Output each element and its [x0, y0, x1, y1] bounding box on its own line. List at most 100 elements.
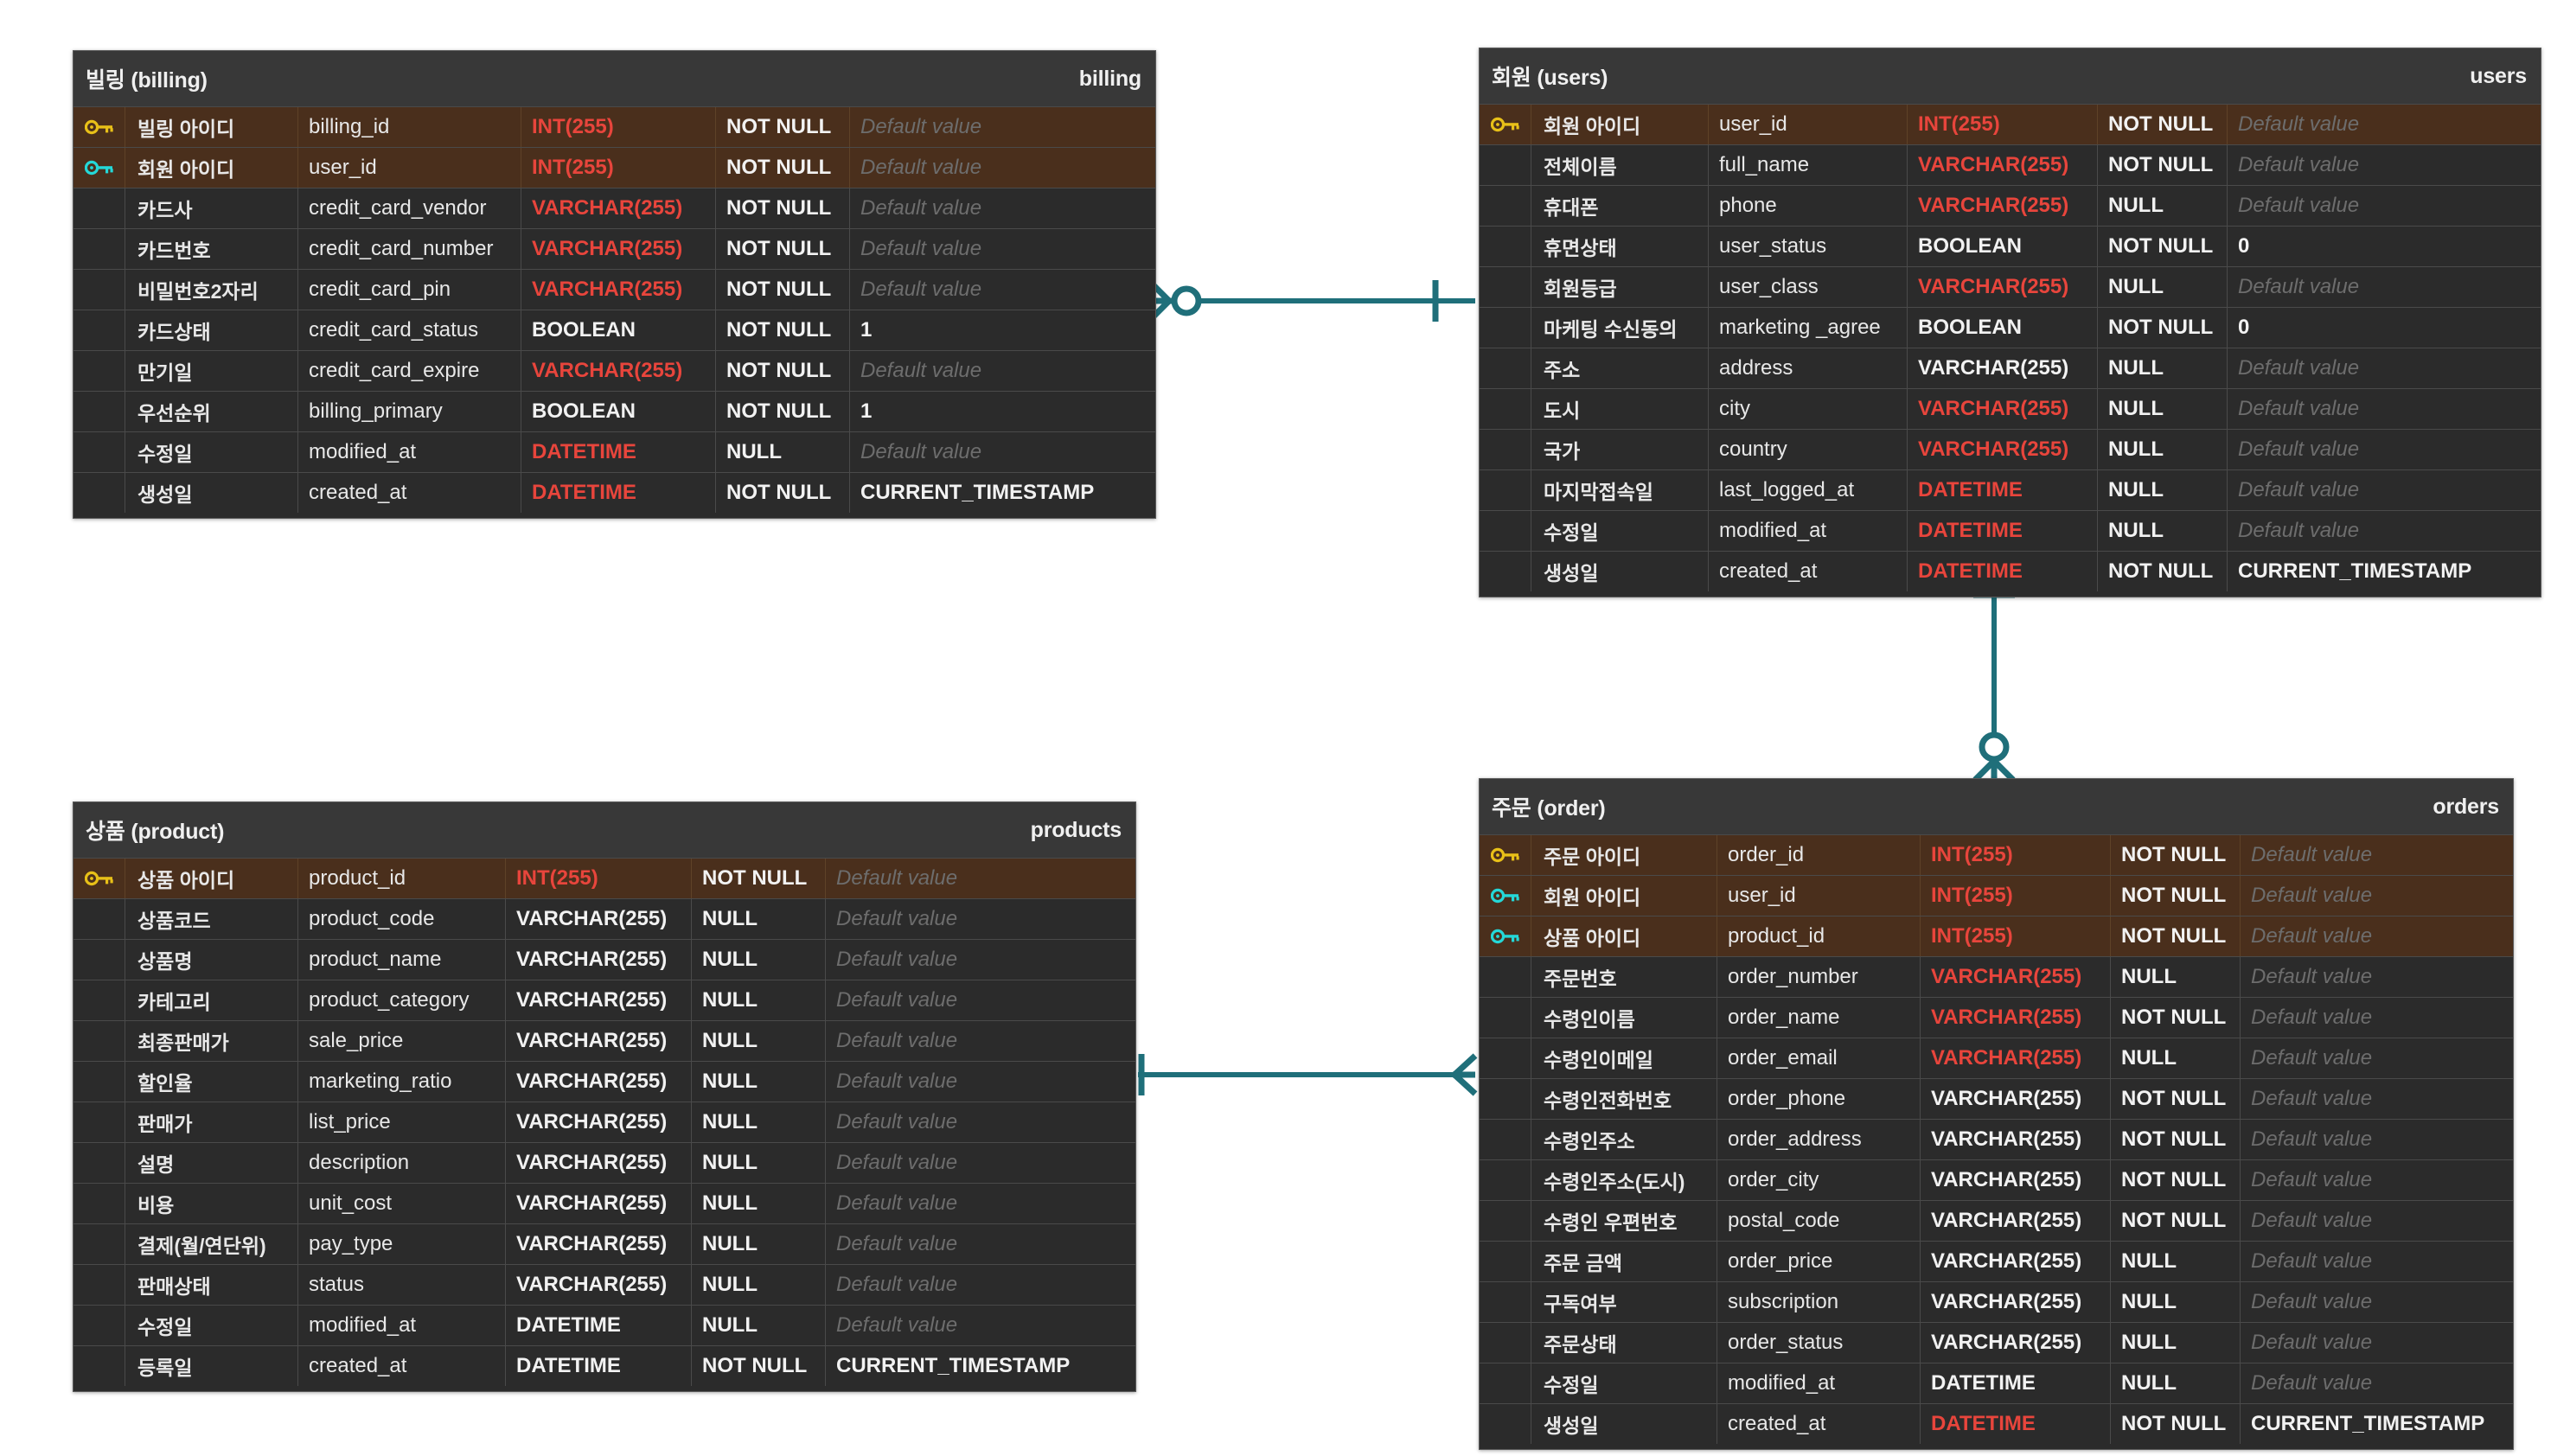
column-logical-name: 판매가	[125, 1102, 298, 1142]
column-logical-name: 만기일	[125, 351, 298, 391]
entity-header-orders[interactable]: 주문 (order)orders	[1480, 779, 2513, 834]
column-nullability: NOT NULL	[716, 270, 850, 310]
column-default-value: Default value	[836, 988, 958, 1012]
column-nullability: NULL	[2111, 1282, 2241, 1322]
column-physical-name: order_id	[1717, 835, 1921, 875]
column-physical-name: marketing_ratio	[298, 1062, 506, 1102]
relationship-users-orders[interactable]	[1972, 572, 2016, 783]
no-key-icon	[1480, 1363, 1531, 1403]
column-physical-name: order_email	[1717, 1038, 1921, 1078]
column-data-type: BOOLEAN	[1908, 227, 2098, 266]
column-default-value: 1	[860, 399, 873, 423]
no-key-icon	[74, 188, 125, 228]
relationship-billing-users[interactable]	[1147, 279, 1475, 322]
no-key-icon	[1480, 389, 1531, 429]
entity-title-billing: 빌링 (billing)	[86, 68, 208, 93]
no-key-icon	[74, 392, 125, 431]
no-key-icon	[1480, 1282, 1531, 1322]
column-nullability: NULL	[692, 1306, 826, 1345]
column-nullability: NULL	[692, 980, 826, 1020]
column-physical-name: modified_at	[1717, 1363, 1921, 1403]
column-data-type: DATETIME	[1908, 511, 2098, 551]
column-nullability: NOT NULL	[2111, 1404, 2241, 1444]
column-nullability: NOT NULL	[692, 1346, 826, 1386]
column-default-value: 0	[2238, 316, 2250, 339]
column-logical-name: 주문번호	[1531, 957, 1717, 997]
column-default-value: CURRENT_TIMESTAMP	[2251, 1412, 2485, 1435]
relationship-products-orders[interactable]	[1138, 1053, 1478, 1096]
column-default-value: Default value	[2251, 965, 2373, 988]
column-logical-name: 카드사	[125, 188, 298, 228]
entity-header-billing[interactable]: 빌링 (billing)billing	[74, 51, 1155, 106]
entity-header-products[interactable]: 상품 (product)products	[74, 802, 1135, 858]
column-nullability: NULL	[692, 1184, 826, 1223]
column-nullability: NOT NULL	[716, 473, 850, 513]
column-physical-name: order_name	[1717, 998, 1921, 1038]
column-data-type: VARCHAR(255)	[521, 351, 716, 391]
column-data-type: VARCHAR(255)	[1921, 1120, 2111, 1159]
no-key-icon	[74, 899, 125, 939]
no-key-icon	[1480, 998, 1531, 1038]
column-nullability: NULL	[2111, 1038, 2241, 1078]
primary-key-icon	[1480, 105, 1531, 144]
column-data-type: BOOLEAN	[521, 392, 716, 431]
column-logical-name: 결제(월/연단위)	[125, 1224, 298, 1264]
column-logical-name: 수령인전화번호	[1531, 1079, 1717, 1119]
entity-header-users[interactable]: 회원 (users)users	[1480, 48, 2541, 104]
